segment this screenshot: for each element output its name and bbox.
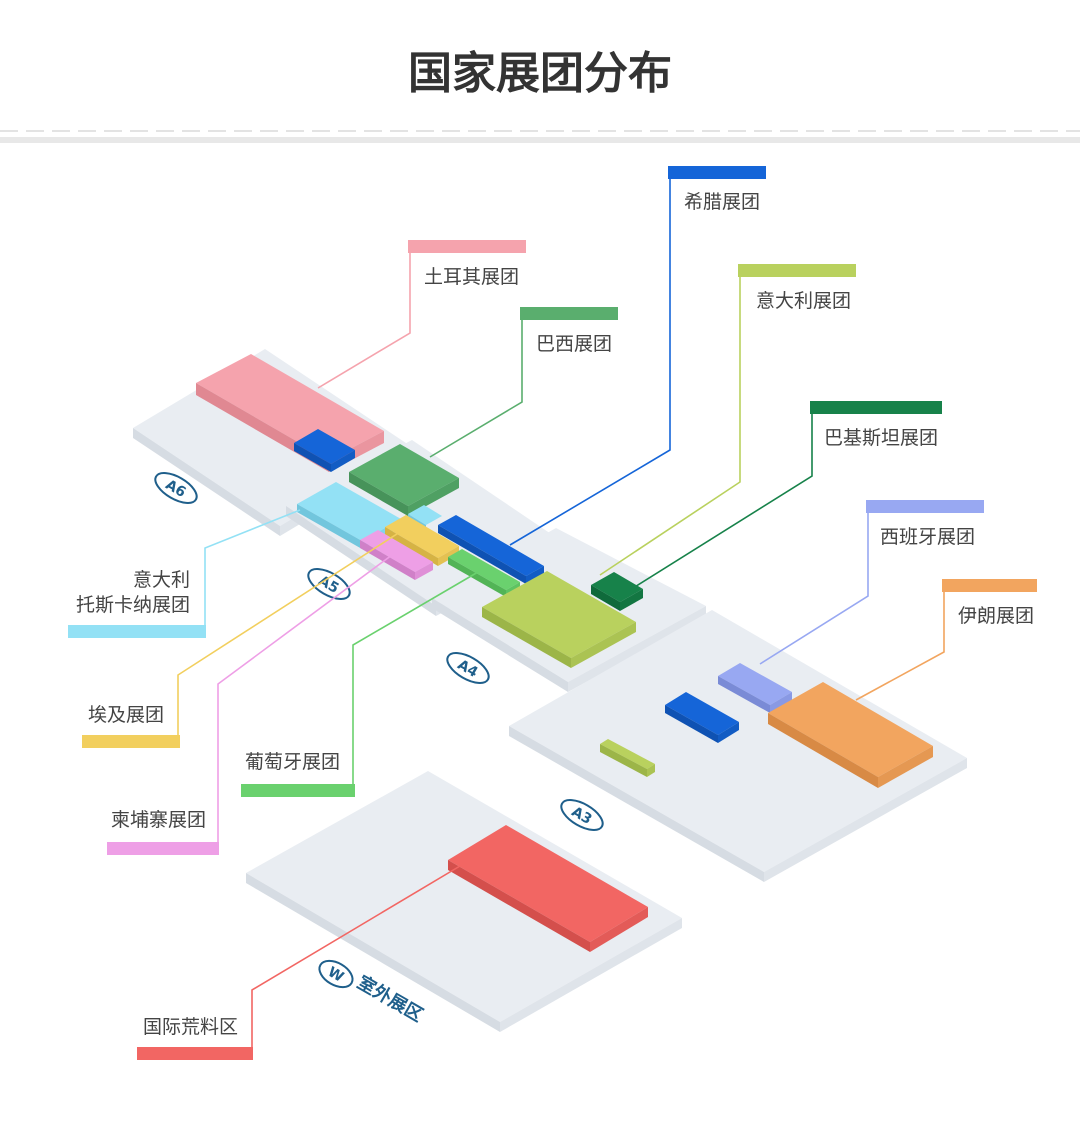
bar-greece bbox=[668, 166, 766, 179]
bar-brazil bbox=[520, 307, 618, 320]
bar-cambodia bbox=[107, 842, 219, 855]
label-italy: 意大利展团 bbox=[756, 290, 851, 312]
label-greece: 希腊展团 bbox=[684, 191, 760, 213]
block-pakistan bbox=[591, 572, 643, 611]
bar-turkey bbox=[408, 240, 526, 253]
leader-iran bbox=[855, 585, 945, 701]
block-iran bbox=[768, 682, 933, 788]
block-spain bbox=[718, 663, 792, 713]
label-pakistan: 巴基斯坦展团 bbox=[824, 427, 938, 449]
label-portugal: 葡萄牙展团 bbox=[245, 751, 340, 773]
leader-turkey bbox=[317, 246, 411, 389]
label-iran: 伊朗展团 bbox=[958, 605, 1034, 627]
hall-badge-a3: A3 bbox=[560, 799, 604, 831]
label-tuscany-line2: 托斯卡纳展团 bbox=[76, 594, 190, 616]
block-lime-a3 bbox=[600, 739, 655, 777]
bar-egypt bbox=[82, 735, 180, 748]
svg-text:W: W bbox=[325, 964, 346, 986]
bar-portugal bbox=[241, 784, 355, 797]
bar-iran bbox=[942, 579, 1037, 592]
hall-badge-a4: A4 bbox=[446, 652, 490, 684]
label-bars bbox=[68, 166, 1037, 1060]
hall-platform-a3 bbox=[509, 610, 967, 882]
hall-platforms bbox=[133, 349, 967, 1032]
label-wasteland: 国际荒料区 bbox=[143, 1016, 238, 1038]
block-italy bbox=[482, 571, 636, 668]
label-egypt: 埃及展团 bbox=[88, 704, 164, 726]
leader-tuscany bbox=[204, 509, 301, 631]
pavilion-labels: 土耳其展团 巴西展团 希腊展团 意大利展团 巴基斯坦展团 西班牙展团 伊朗展团 … bbox=[76, 191, 1034, 1038]
label-spain: 西班牙展团 bbox=[880, 526, 975, 548]
leader-brazil bbox=[429, 314, 523, 458]
leader-greece bbox=[509, 170, 671, 546]
block-brazil bbox=[349, 444, 459, 516]
bar-tuscany bbox=[68, 625, 206, 638]
leader-cambodia bbox=[217, 554, 393, 848]
label-brazil: 巴西展团 bbox=[536, 333, 612, 355]
bar-spain bbox=[866, 500, 984, 513]
label-cambodia: 柬埔寨展团 bbox=[111, 809, 206, 831]
block-egypt bbox=[385, 515, 459, 566]
leader-spain bbox=[759, 506, 869, 665]
hall-platform-w bbox=[246, 771, 682, 1032]
block-blue-a6 bbox=[294, 429, 355, 472]
block-greece bbox=[438, 515, 544, 584]
leader-portugal bbox=[352, 571, 479, 790]
block-wasteland bbox=[448, 825, 648, 952]
bar-pakistan bbox=[810, 401, 942, 414]
pavilion-blocks bbox=[196, 354, 933, 952]
leader-italy bbox=[599, 270, 741, 576]
page-title: 国家展团分布 bbox=[408, 48, 672, 99]
header-divider bbox=[0, 130, 1080, 143]
leader-lines bbox=[177, 170, 945, 1055]
bar-italy bbox=[738, 264, 856, 277]
block-blue-a3 bbox=[665, 692, 739, 743]
hall-badge-w: W bbox=[318, 959, 354, 989]
label-tuscany-line1: 意大利 bbox=[133, 569, 190, 591]
leader-wasteland bbox=[251, 865, 461, 1055]
leader-egypt bbox=[177, 531, 401, 741]
block-cambodia bbox=[360, 530, 433, 580]
label-turkey: 土耳其展团 bbox=[424, 266, 519, 288]
bar-wasteland bbox=[137, 1047, 253, 1060]
leader-pakistan bbox=[629, 407, 813, 591]
hall-badge-a5: A5 bbox=[307, 568, 351, 600]
